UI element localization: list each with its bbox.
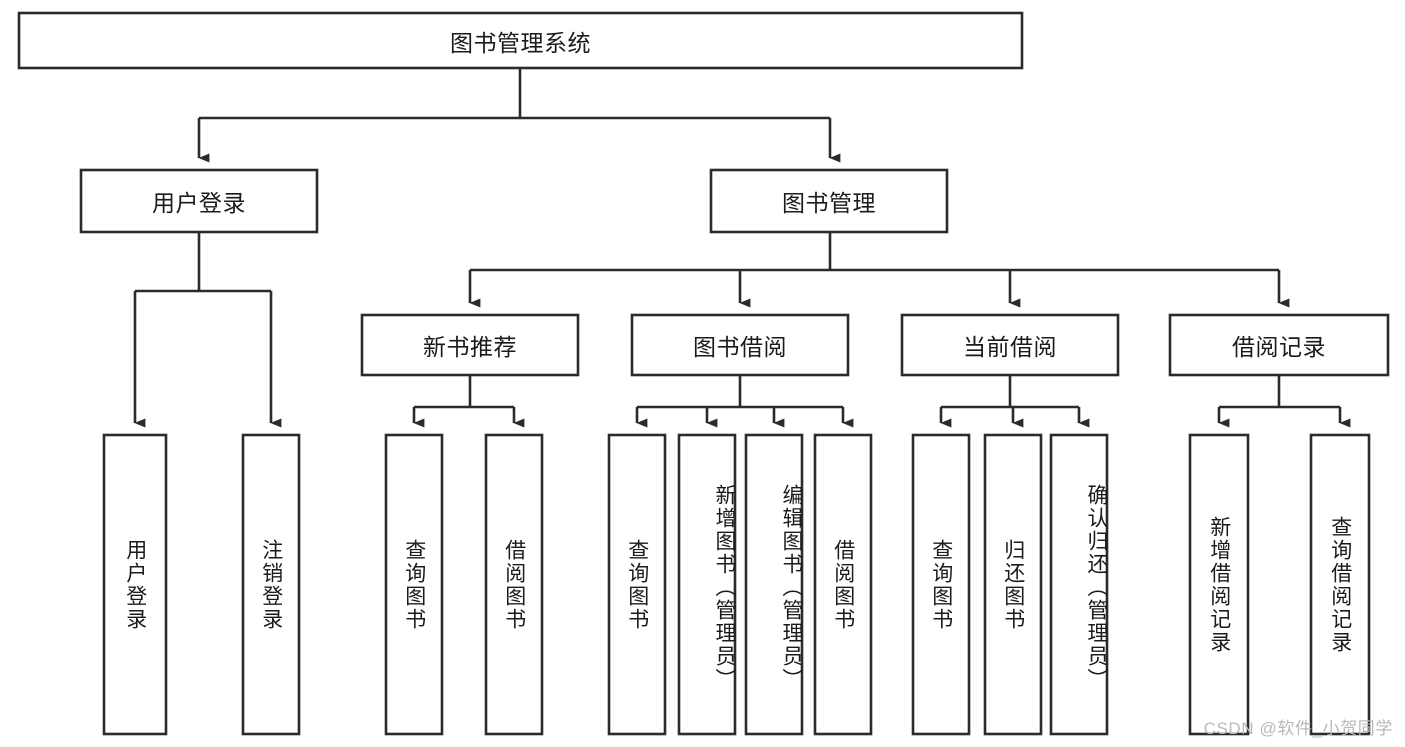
- node-box-book-borrow[interactable]: [630, 313, 850, 377]
- leaf-box-confirm-return-admin[interactable]: [1049, 433, 1109, 736]
- edge-book-borrow-to-leaves: [635, 375, 854, 428]
- leaf-box-logout[interactable]: [241, 433, 301, 736]
- leaf-box-user-login[interactable]: [102, 433, 168, 736]
- edge-book-management-to-level3: [468, 232, 1290, 308]
- leaf-box-query-borrow-record[interactable]: [1309, 433, 1371, 736]
- edge-borrow-record-to-leaves: [1217, 375, 1351, 428]
- leaf-box-add-borrow-record[interactable]: [1188, 433, 1250, 736]
- edge-new-book-recommend-to-leaves: [412, 375, 525, 428]
- node-box-user-login[interactable]: [79, 168, 319, 234]
- node-box-current-borrow[interactable]: [900, 313, 1120, 377]
- node-box-new-book-recommend[interactable]: [360, 313, 580, 377]
- leaf-box-query-book-current[interactable]: [911, 433, 971, 736]
- edge-root-to-level2: [197, 68, 841, 163]
- edge-current-borrow-to-leaves: [939, 375, 1090, 428]
- node-box-root[interactable]: [17, 11, 1024, 70]
- edge-user-login-to-leaves: [133, 232, 282, 428]
- leaf-box-borrow-book[interactable]: [813, 433, 873, 736]
- leaf-box-add-book-admin[interactable]: [677, 433, 737, 736]
- leaf-box-edit-book-admin[interactable]: [744, 433, 804, 736]
- leaf-box-query-book-borrow[interactable]: [607, 433, 667, 736]
- leaf-box-return-book[interactable]: [983, 433, 1043, 736]
- node-box-book-management[interactable]: [709, 168, 949, 234]
- node-box-borrow-record[interactable]: [1168, 313, 1390, 377]
- leaf-box-query-book-rec[interactable]: [384, 433, 444, 736]
- leaf-box-borrow-book-rec[interactable]: [484, 433, 544, 736]
- csdn-watermark: CSDN @软件_小贺同学: [1203, 719, 1393, 738]
